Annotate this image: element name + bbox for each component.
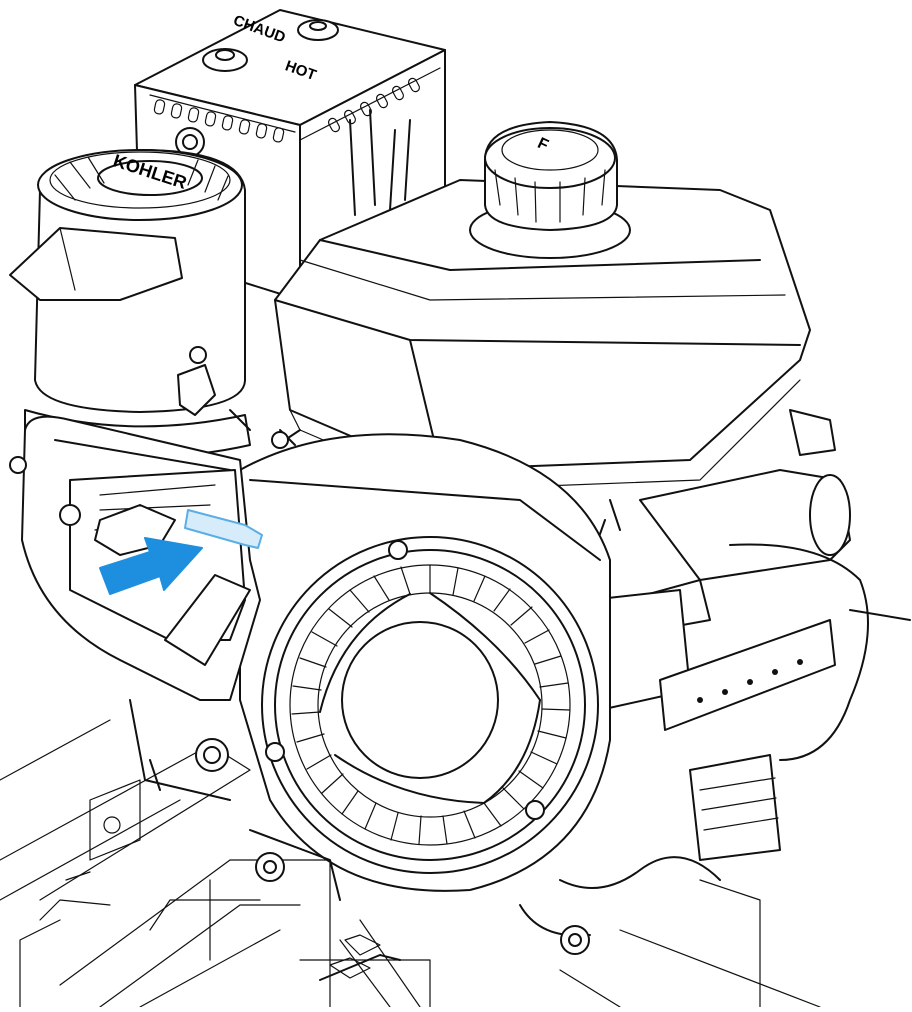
fuel-tank: F [274,121,811,491]
air-cleaner: KOHLER [9,149,251,458]
flywheel-grille [289,564,571,846]
arrow-right-icon [99,537,203,595]
blower-housing [239,433,611,892]
carburetor-shroud [9,415,263,701]
choke-lever-icon [184,509,263,549]
lower-engine [129,409,401,981]
starter-assembly [519,409,911,955]
